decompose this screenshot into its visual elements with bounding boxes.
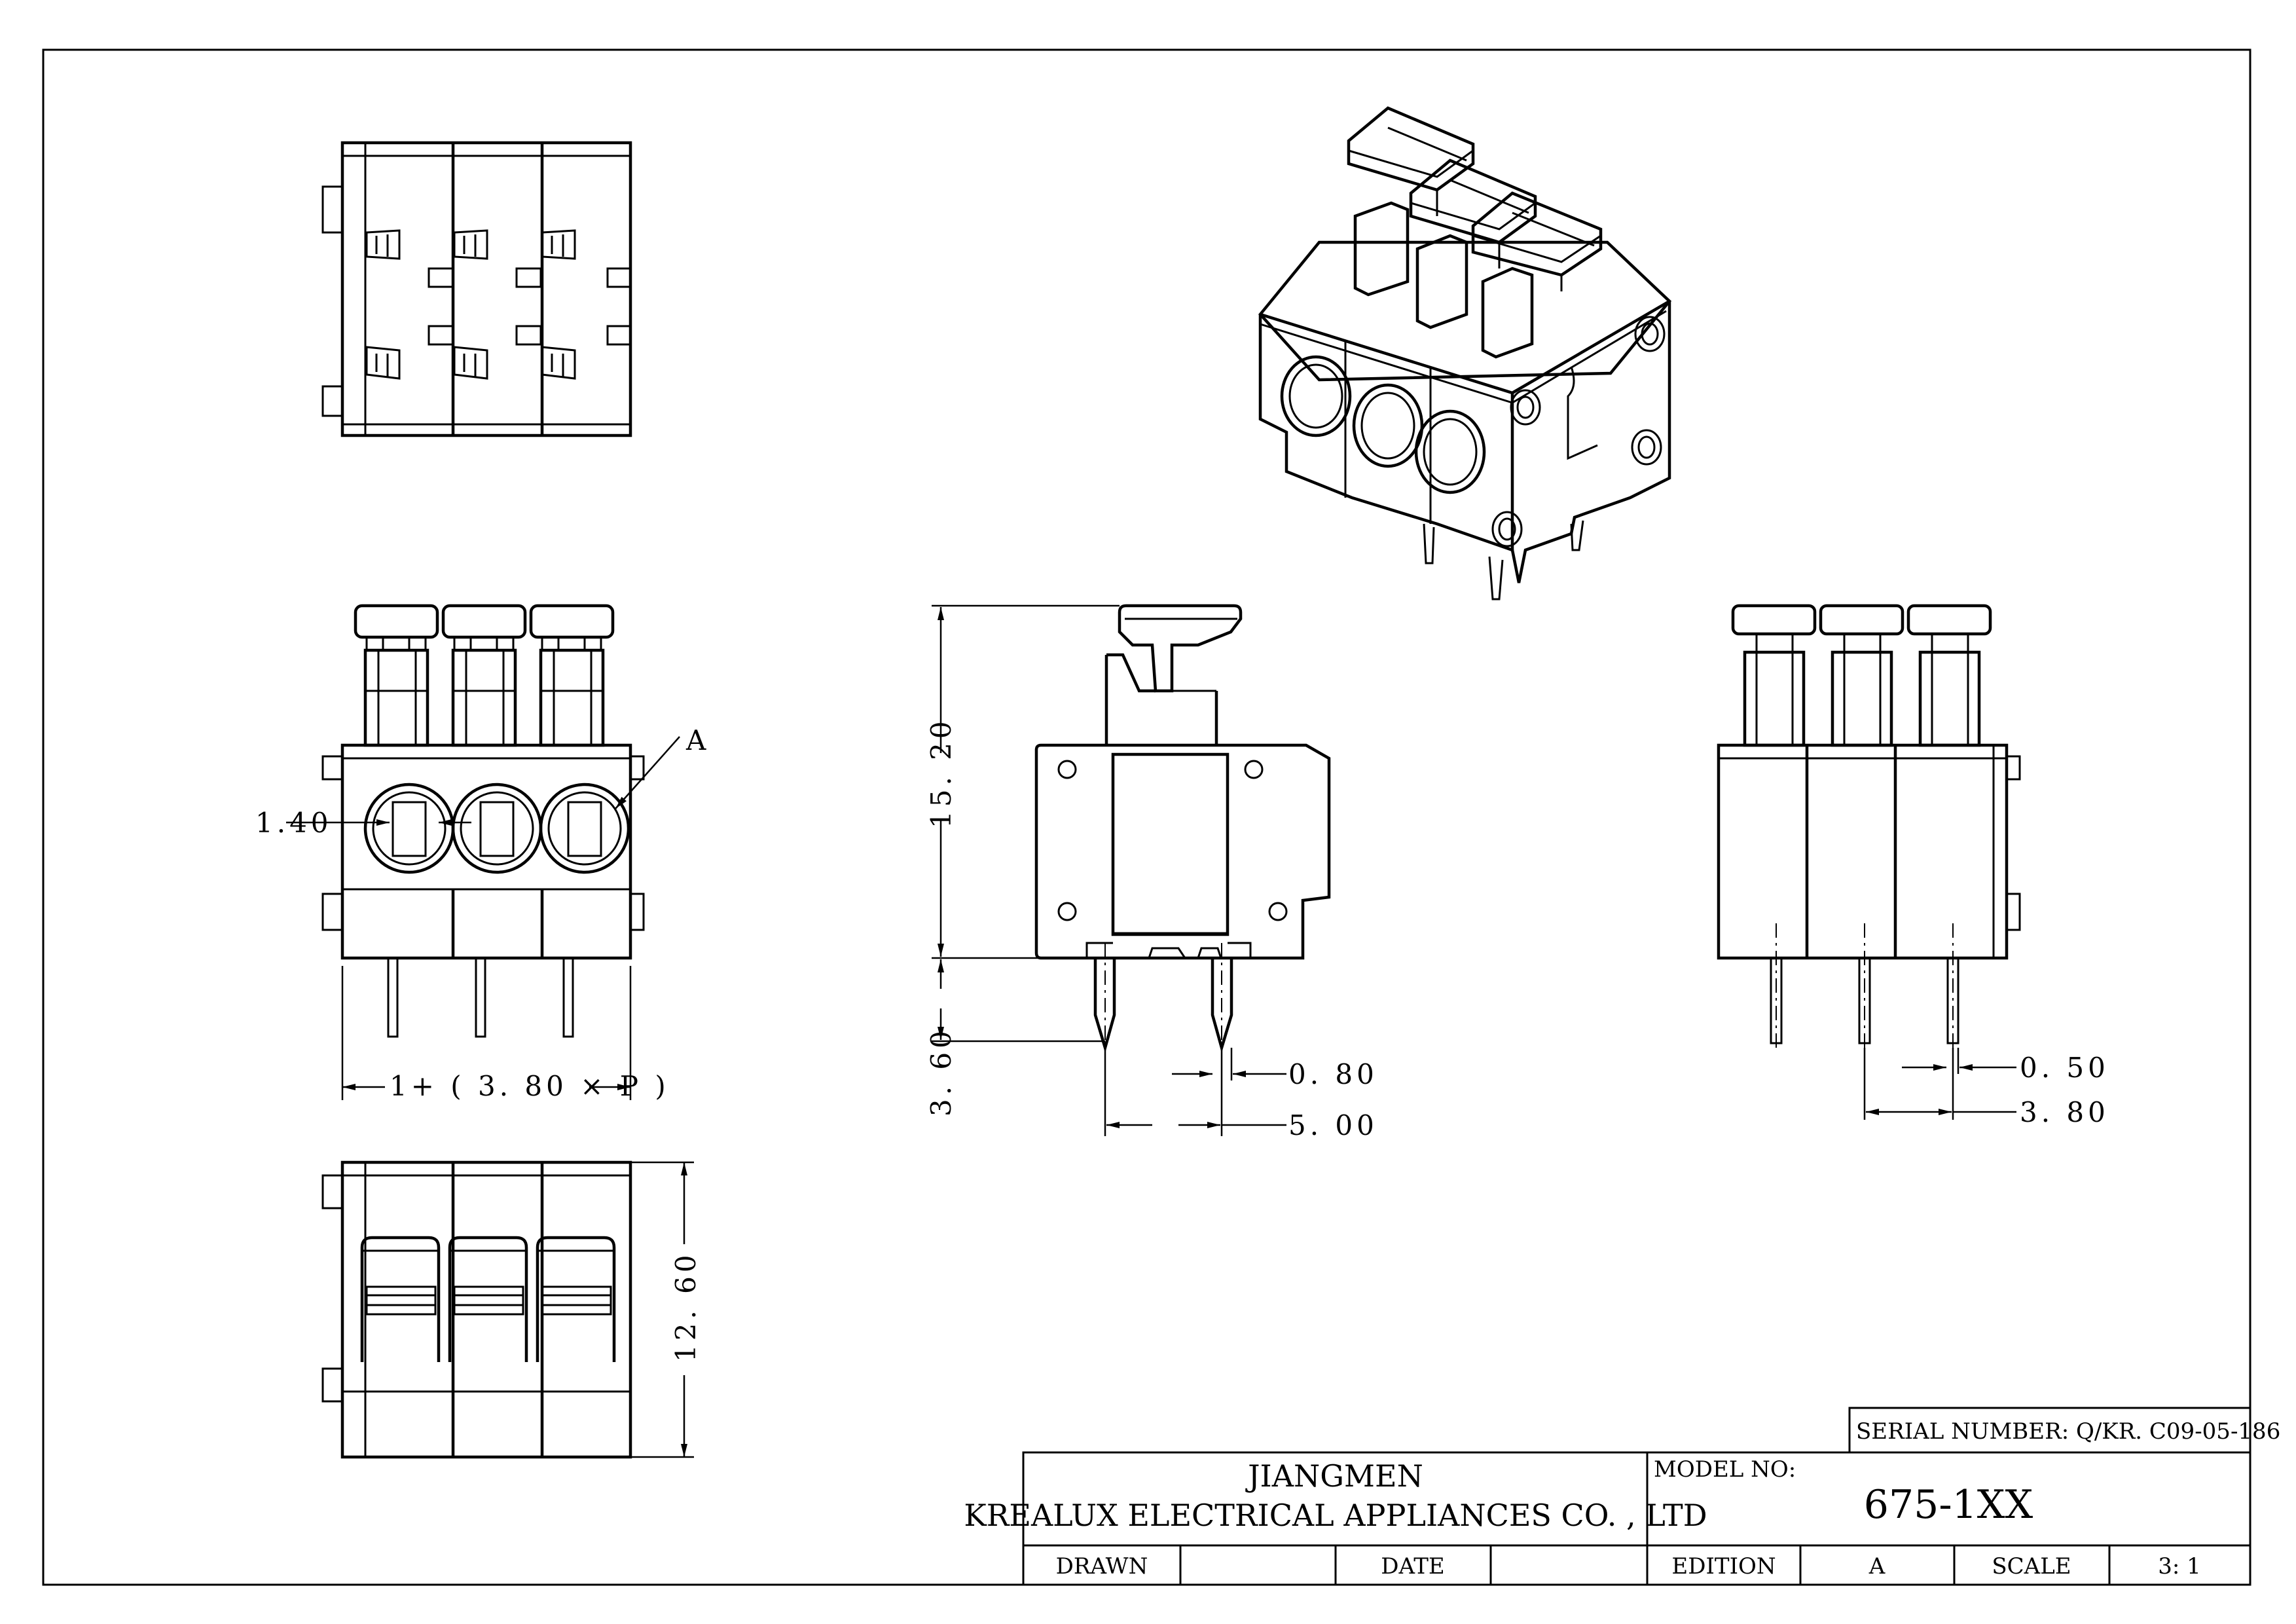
scale-label: SCALE: [1992, 1553, 2071, 1579]
model-value: 675-1XX: [1864, 1482, 2033, 1528]
date-label: DATE: [1381, 1553, 1444, 1579]
dim-depth: 12. 60: [670, 1251, 702, 1362]
bottom-view: [321, 1160, 694, 1459]
rear-view: [1717, 604, 2021, 1120]
dim-pitch-right: 3. 80: [2020, 1096, 2109, 1128]
drawn-label: DRAWN: [1056, 1553, 1148, 1579]
serial-number: SERIAL NUMBER: Q/KR. C09-05-186: [1856, 1418, 2280, 1445]
top-view: [321, 141, 632, 437]
dim-pin-width-side: 0. 80: [1288, 1058, 1378, 1090]
dim-pitch-formula: 1+ ( 3. 80 × P ): [390, 1070, 670, 1102]
dim-pin-span: 5. 00: [1288, 1109, 1378, 1141]
dim-pin-offset: 1.40: [255, 807, 333, 839]
isometric-view: [1258, 106, 1672, 600]
dim-label-a: A: [685, 724, 710, 756]
edition-value: A: [1868, 1553, 1886, 1579]
company-name: KREALUX ELECTRICAL APPLIANCES CO. , LTD: [964, 1498, 1707, 1533]
scale-value: 3: 1: [2158, 1553, 2201, 1579]
dim-height: 15. 20: [925, 717, 957, 828]
edition-label: EDITION: [1671, 1553, 1776, 1579]
front-dims: [286, 736, 680, 1100]
front-view: [321, 604, 645, 1038]
title-block: [1022, 1407, 2251, 1586]
model-label: MODEL NO:: [1654, 1456, 1796, 1483]
dim-pin-width-right: 0. 50: [2020, 1052, 2109, 1084]
dim-pin-length: 3. 60: [925, 1027, 957, 1116]
side-view: [932, 604, 1331, 1136]
company-city: JIANGMEN: [1245, 1458, 1423, 1494]
